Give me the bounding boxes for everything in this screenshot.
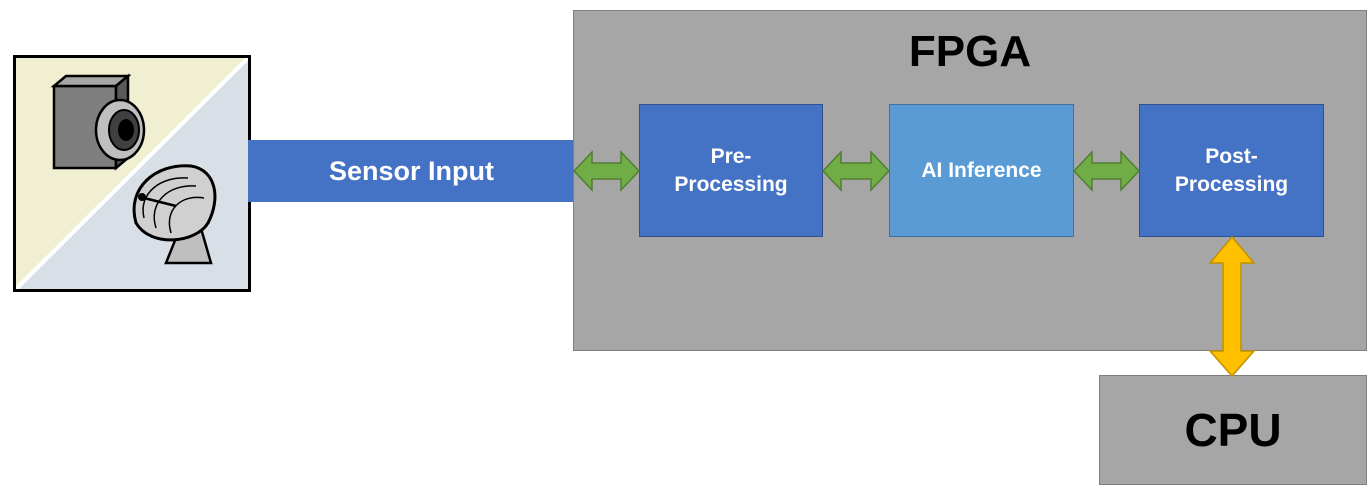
- sensor-input-bar: Sensor Input: [248, 140, 575, 202]
- post-processing-block: Post- Processing: [1139, 104, 1324, 237]
- ai-inference-block: AI Inference: [889, 104, 1074, 237]
- fpga-title: FPGA: [908, 27, 1032, 76]
- cpu-box: CPU: [1099, 375, 1367, 485]
- camera-icon: [50, 73, 146, 171]
- ai-inference-label: AI Inference: [921, 158, 1042, 182]
- pre-processing-line2: Processing: [674, 172, 788, 196]
- sensor-input-label: Sensor Input: [328, 155, 494, 186]
- pre-processing-block: Pre- Processing: [639, 104, 823, 237]
- pre-processing-line1: Pre-: [710, 145, 752, 169]
- post-processing-line1: Post-: [1205, 145, 1258, 169]
- sensor-source-box: [13, 55, 251, 292]
- cpu-title: CPU: [1184, 404, 1282, 456]
- post-processing-line2: Processing: [1174, 172, 1289, 196]
- satellite-dish-icon: [132, 164, 217, 265]
